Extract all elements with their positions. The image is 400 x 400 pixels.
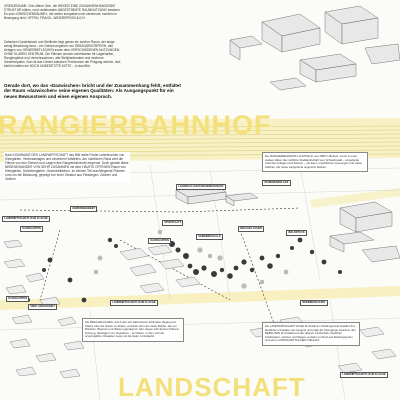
lead-text: Gerade dort, wo das »Dazwischen« bricht … [4, 83, 181, 99]
map-label: SIEDLUNGSGEBIET [28, 304, 58, 310]
map-label: LANDWIRTSCHAFTLICHE FLÄCHE [2, 216, 50, 222]
map-label: WOHNBEBAUUNG [300, 300, 328, 306]
map-label: KLEINGÄRTEN [6, 296, 30, 302]
road-corridor-right [310, 188, 400, 208]
rail-corridor-top [0, 118, 400, 162]
buildings-village [119, 244, 201, 294]
map-label: GEWERBEGEBIET [70, 206, 98, 212]
map-label: GEMEINDEHALLE [196, 234, 223, 240]
rail-description-box: Der RANGIERBAHNHOF LICHTFELD, seit 1895 … [262, 152, 368, 173]
map-label: LANDWIRTSCHAFTLICHE FLÄCHE [340, 372, 388, 378]
road-corridor-bottom [0, 286, 400, 310]
intro-text-2: Zwischen Gundelsbach und Stellheim liegt… [4, 40, 121, 68]
buildings-industrial [229, 5, 400, 91]
landwirtschaft-description-box: Die LANDWIRTSCHAFTLICHE FLÄCHE am Siedlu… [262, 322, 360, 346]
buildings-east [329, 201, 400, 263]
map-label: LAGERHALLEN RANGIERBAHNHOF [176, 184, 226, 190]
intro-text: GRENZRÄUME. Drei offene Orte, die WEDER … [4, 4, 121, 20]
map-label: KLEINGÄRTEN [20, 226, 44, 232]
middle-text: Nach DOMINANZ DER LANDWIRTSCHAFT des Bil… [4, 152, 130, 182]
brachflaechen-description-box: Die BRACHFLÄCHEN, durch den seit Jahrzeh… [82, 318, 184, 342]
map-label: SPORTPLATZ [162, 220, 184, 226]
trees [26, 237, 342, 303]
trees-light [93, 229, 289, 289]
title-landschaft: LANDSCHAFT [118, 372, 306, 400]
buildings-west [3, 239, 85, 379]
title-rangierbahnhof: RANGIERBAHNHOF [0, 110, 272, 140]
map-label: KLEINGÄRTEN [148, 238, 172, 244]
map-label: LANDWIRTSCHAFTLICHE FLÄCHE [110, 300, 158, 306]
map-label: SCHIENENANLAGE [262, 180, 291, 186]
map-label: BRACHFLÄCHEN [238, 226, 265, 232]
map-label: WALDSTÜCK [286, 230, 307, 236]
